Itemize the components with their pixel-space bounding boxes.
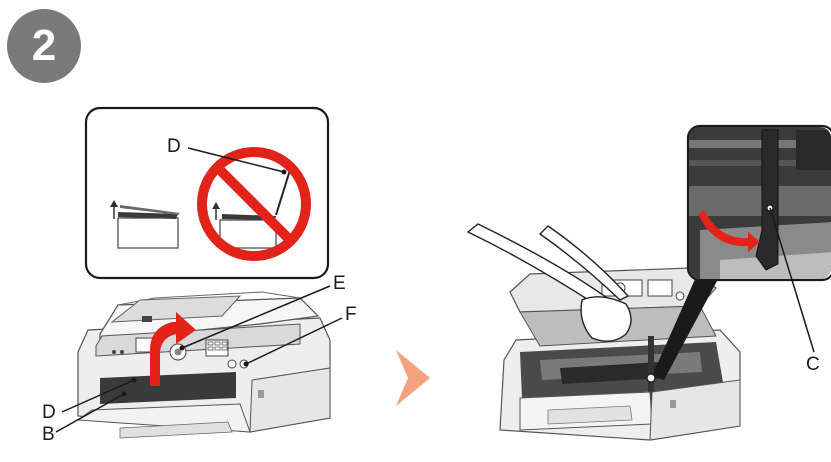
label-b: B <box>42 424 55 446</box>
label-e: E <box>333 273 346 295</box>
label-c: C <box>806 354 820 376</box>
label-f: F <box>345 304 357 326</box>
label-d: D <box>42 402 56 424</box>
label-d-inset: D <box>167 136 181 158</box>
inset-box-left <box>86 108 328 278</box>
next-arrow-icon <box>396 350 430 406</box>
printer-left <box>56 286 342 438</box>
inset-box-right <box>688 126 831 352</box>
